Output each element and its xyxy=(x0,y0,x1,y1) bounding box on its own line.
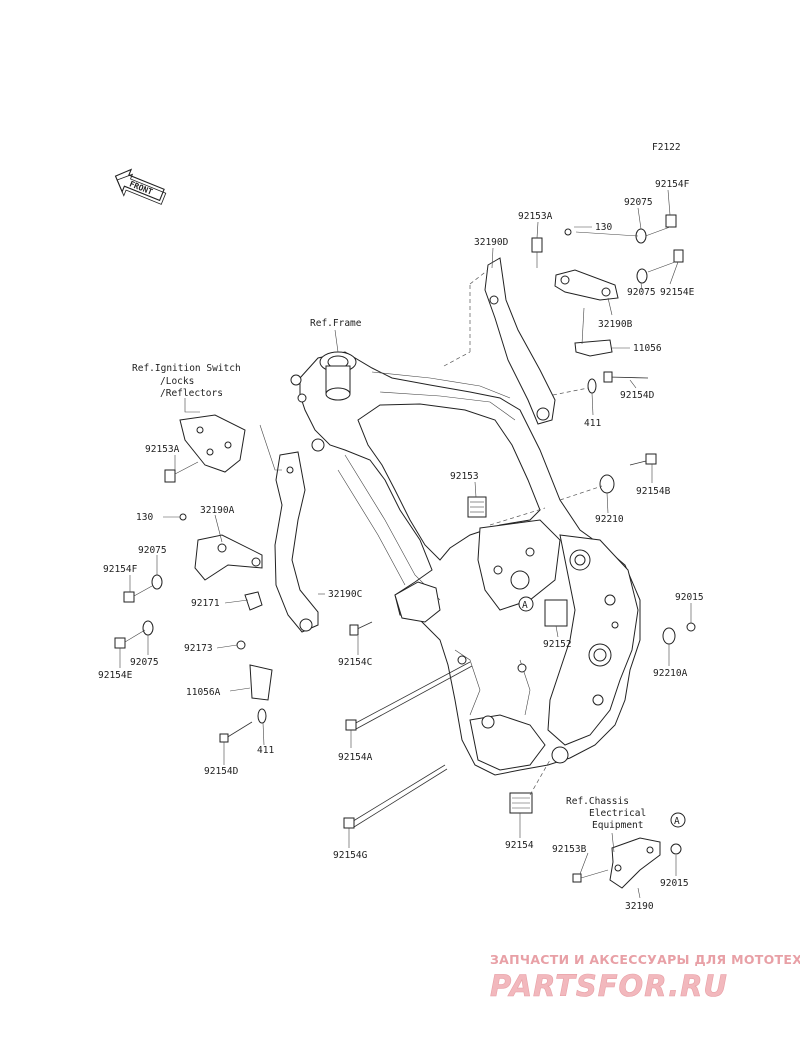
part-label-92075-top[interactable]: 92075 xyxy=(624,197,653,208)
clip-92171 xyxy=(244,591,263,611)
part-label-92210[interactable]: 92210 xyxy=(595,514,624,525)
part-label-92015-bottom[interactable]: 92015 xyxy=(660,878,689,889)
part-label-92210A[interactable]: 92210A xyxy=(653,668,688,679)
ref-chassis-line2: Electrical xyxy=(589,808,646,819)
part-label-92173[interactable]: 92173 xyxy=(184,643,213,654)
part-label-92075-left[interactable]: 92075 xyxy=(138,545,167,556)
collar-92152 xyxy=(544,599,568,627)
part-label-92154E-right[interactable]: 92154E xyxy=(660,287,695,298)
bolt-92154D-left xyxy=(219,721,253,743)
bracket-32190B xyxy=(554,269,619,301)
bolt-92154F-left xyxy=(123,585,153,603)
part-label-92154A[interactable]: 92154A xyxy=(338,752,373,763)
part-label-411-right[interactable]: 411 xyxy=(584,418,601,429)
bracket-ignition-plate xyxy=(179,414,246,473)
part-label-92171[interactable]: 92171 xyxy=(191,598,220,609)
diagram-code: F2122 xyxy=(652,142,681,153)
part-label-92153A-left[interactable]: 92153A xyxy=(145,444,180,455)
marker-a-chassis: A xyxy=(674,816,680,827)
part-label-92154D-right[interactable]: 92154D xyxy=(620,390,655,401)
bolt-92154G xyxy=(343,764,448,829)
ref-chassis-line3: Equipment xyxy=(592,820,643,831)
nut-92210A xyxy=(662,627,676,645)
part-label-92154G[interactable]: 92154G xyxy=(333,850,368,861)
nut-130-right xyxy=(564,228,572,236)
part-label-130-right[interactable]: 130 xyxy=(595,222,612,233)
part-label-92154C[interactable]: 92154C xyxy=(338,657,372,668)
nut-92015-bottom xyxy=(670,843,682,855)
frame-body: A xyxy=(290,351,641,776)
part-label-32190C[interactable]: 32190C xyxy=(328,589,362,600)
part-label-130-left[interactable]: 130 xyxy=(136,512,153,523)
part-label-92154[interactable]: 92154 xyxy=(505,840,534,851)
washer-92075-right xyxy=(636,268,648,284)
part-label-32190D[interactable]: 32190D xyxy=(474,237,509,248)
bolt-92153B xyxy=(572,869,609,883)
part-labels: 92154F 92075 92153A 130 32190D 92075 921… xyxy=(98,179,704,912)
washer-411-left xyxy=(257,708,267,724)
bolt-92153A-right xyxy=(531,237,543,268)
ref-chassis-line1: Ref.Chassis xyxy=(566,796,629,807)
nut-92015-right xyxy=(686,622,696,632)
bracket-11056 xyxy=(574,339,613,357)
watermark-brand: PARTSFOR.RU xyxy=(490,969,728,1003)
bracket-32190D xyxy=(484,257,556,425)
part-label-92154B[interactable]: 92154B xyxy=(636,486,671,497)
washer-92075-left xyxy=(151,574,163,590)
bolt-92154E-right xyxy=(647,249,684,273)
part-label-32190B[interactable]: 32190B xyxy=(598,319,633,330)
part-label-92154F[interactable]: 92154F xyxy=(655,179,690,190)
part-label-11056A[interactable]: 11056A xyxy=(186,687,221,698)
leader-lines xyxy=(119,189,692,899)
bolt-92154D-right xyxy=(603,371,649,383)
bracket-32190C xyxy=(274,451,319,633)
part-label-32190[interactable]: 32190 xyxy=(625,901,654,912)
ref-ignition-line1: Ref.Ignition Switch xyxy=(132,363,241,374)
part-label-11056[interactable]: 11056 xyxy=(633,343,662,354)
washer-411-right xyxy=(587,378,597,394)
marker-a-frame: A xyxy=(522,600,528,611)
part-label-92154F-left[interactable]: 92154F xyxy=(103,564,138,575)
part-label-92075-left2[interactable]: 92075 xyxy=(130,657,159,668)
front-arrow-icon: FRONT xyxy=(114,168,167,205)
bolt-92154 xyxy=(509,792,533,814)
part-label-92153A-right[interactable]: 92153A xyxy=(518,211,553,222)
part-label-92075-right[interactable]: 92075 xyxy=(627,287,656,298)
bolt-92154E-left xyxy=(114,629,146,649)
part-label-32190A[interactable]: 32190A xyxy=(200,505,235,516)
bolt-92154C xyxy=(349,621,373,636)
part-label-92154D-left[interactable]: 92154D xyxy=(204,766,239,777)
bracket-32190 xyxy=(609,837,661,889)
washer-92075-left2 xyxy=(142,620,154,636)
marker-a-ring xyxy=(670,812,686,828)
nut-130-left xyxy=(179,513,187,521)
watermark-tagline: ЗАПЧАСТИ И АКСЕССУАРЫ ДЛЯ МОТОТЕХНИКИ xyxy=(490,952,800,967)
ref-ignition-line3: /Reflectors xyxy=(160,388,223,399)
ref-frame: Ref.Frame xyxy=(310,318,362,329)
part-label-92015-right[interactable]: 92015 xyxy=(675,592,704,603)
bolt-92153A-left xyxy=(164,461,199,483)
bracket-11056A xyxy=(249,664,273,701)
bracket-32190A xyxy=(194,534,263,581)
long-bolt-top xyxy=(575,231,639,237)
part-label-92154E-left[interactable]: 92154E xyxy=(98,670,133,681)
part-label-92153[interactable]: 92153 xyxy=(450,471,479,482)
part-label-92153B[interactable]: 92153B xyxy=(552,844,587,855)
bolt-92154B xyxy=(629,453,657,466)
clip-92173 xyxy=(236,640,246,650)
part-label-411-left[interactable]: 411 xyxy=(257,745,274,756)
ref-ignition-line2: /Locks xyxy=(160,376,194,387)
bolt-92153 xyxy=(467,496,487,518)
bolt-92154A xyxy=(345,661,473,731)
part-label-92152[interactable]: 92152 xyxy=(543,639,572,650)
spacer-92210 xyxy=(599,474,615,494)
